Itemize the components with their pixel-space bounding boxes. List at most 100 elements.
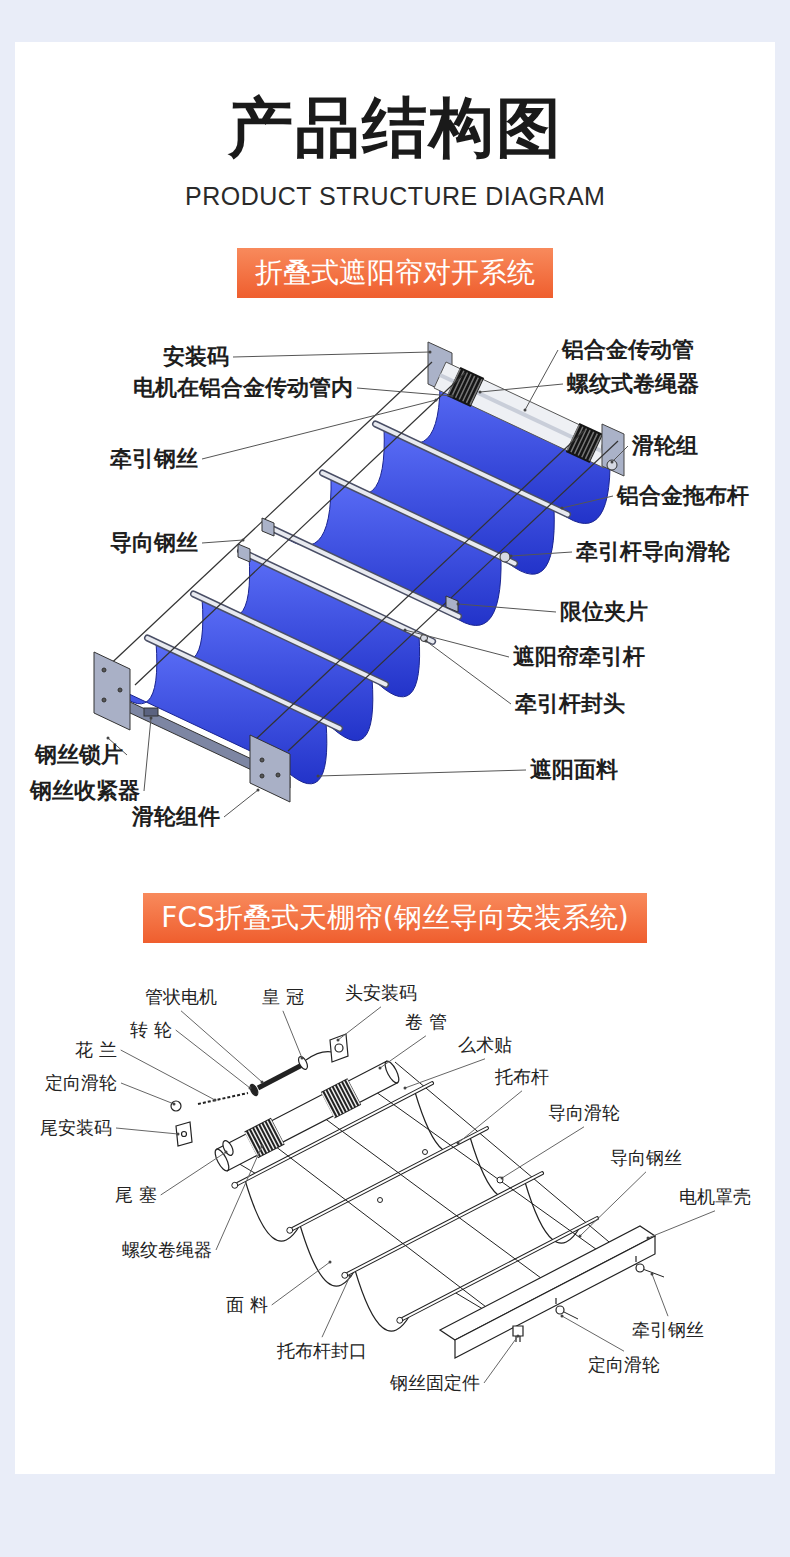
part-label: 牵引杆封头	[515, 691, 625, 717]
leader-line	[181, 1011, 262, 1082]
leader-dot	[524, 409, 527, 412]
leader-line	[338, 1007, 381, 1040]
part-label: 定向滑轮	[45, 1072, 117, 1094]
leader-dot	[517, 1335, 520, 1338]
leader-dot	[337, 1039, 340, 1042]
part-label: 牵引钢丝	[110, 446, 198, 472]
part-label: 导向滑轮	[548, 1102, 620, 1124]
motor-cover	[440, 1226, 655, 1358]
leader-line	[121, 1083, 174, 1104]
guide-pulleys	[378, 1150, 504, 1203]
part-label: 遮阳面料	[530, 757, 618, 783]
exploded-parts	[171, 1034, 348, 1157]
leader-line	[612, 446, 628, 462]
leader-dot	[242, 539, 245, 542]
leader-line	[525, 350, 558, 410]
part-label: 卷 管	[405, 1011, 447, 1033]
leader-line	[202, 540, 243, 543]
leader-line	[121, 1050, 215, 1100]
leader-line	[458, 1091, 522, 1143]
part-label: 牵引钢丝	[632, 1319, 704, 1341]
part-label: 头安装码	[345, 982, 417, 1004]
part-label: 尾安装码	[40, 1117, 112, 1139]
shade-folds	[110, 375, 610, 784]
part-label: 电机在铝合金传动管内	[133, 375, 353, 401]
part-label: 钢丝收紧器	[30, 778, 140, 804]
leader-line	[405, 1059, 485, 1088]
aluminium-bars	[148, 424, 568, 728]
leader-dot	[214, 1099, 217, 1102]
part-label: 钢丝固定件	[390, 1372, 480, 1394]
part-label: 托布杆封口	[277, 1340, 367, 1362]
leader-dot	[579, 1235, 582, 1238]
band-text: FCS折叠式天棚帘(钢丝导向安装系统)	[161, 901, 628, 935]
section-band: 折叠式遮阳帘对开系统	[237, 248, 553, 298]
part-label: 钢丝锁片	[35, 742, 123, 768]
leader-dot	[435, 399, 438, 402]
leader-dot	[225, 1151, 228, 1154]
part-label: 电机罩壳	[679, 1186, 751, 1208]
leader-line	[144, 718, 151, 791]
leader-dot	[150, 717, 153, 720]
part-label: 滑轮组	[632, 433, 698, 459]
leader-line	[502, 1127, 584, 1178]
leader-dot	[173, 1103, 176, 1106]
leader-line	[283, 1011, 302, 1058]
leader-dot	[177, 1133, 180, 1136]
part-label: 托布杆	[495, 1066, 549, 1088]
part-label: 定向滑轮	[588, 1354, 660, 1376]
leader-dot	[349, 1275, 352, 1278]
part-label: 滑轮组件	[132, 804, 220, 830]
part-label: 遮阳帘牵引杆	[513, 644, 645, 670]
part-label: 导向钢丝	[610, 1147, 682, 1169]
leader-dot	[457, 603, 460, 606]
leader-line	[484, 1336, 518, 1383]
leader-line	[322, 1276, 350, 1337]
leader-line	[405, 630, 509, 657]
leader-dot	[404, 1087, 407, 1090]
part-label: 么术贴	[458, 1034, 512, 1056]
wire-fixtures	[513, 1256, 644, 1342]
leader-dot	[647, 1237, 650, 1240]
part-label: 转 轮	[130, 1019, 172, 1041]
section-band: FCS折叠式天棚帘(钢丝导向安装系统)	[143, 893, 647, 943]
band-text: 折叠式遮阳帘对开系统	[255, 256, 535, 290]
top-tube	[428, 342, 624, 476]
leader-line	[202, 400, 436, 459]
leader-line	[272, 1262, 330, 1305]
leader-dot	[249, 1087, 252, 1090]
page-title: 产品结构图	[0, 88, 790, 168]
part-label: 牵引杆导向滑轮	[576, 539, 730, 565]
part-label: 皇 冠	[262, 986, 304, 1008]
leader-dot	[561, 507, 564, 510]
leader-line	[458, 604, 556, 612]
leader-line	[233, 352, 430, 357]
part-label: PRODUCT STRUCTURE DIAGRAM	[185, 181, 605, 211]
leader-dot	[501, 1177, 504, 1180]
part-label: 螺纹式卷绳器	[567, 371, 699, 397]
part-label: 管状电机	[145, 986, 217, 1008]
leader-dot	[429, 351, 432, 354]
leader-line	[480, 384, 563, 392]
leader-dot	[329, 1261, 332, 1264]
leader-dot	[261, 1145, 264, 1148]
leader-line	[562, 496, 613, 508]
part-label: 限位夹片	[560, 599, 648, 625]
leader-dot	[257, 789, 260, 792]
leader-dot	[510, 555, 513, 558]
leader-dot	[317, 775, 320, 778]
leader-dot	[301, 1057, 304, 1060]
leader-line	[176, 1030, 250, 1088]
leader-dot	[451, 395, 454, 398]
leader-line	[216, 1146, 262, 1250]
part-label: 导向钢丝	[110, 530, 198, 556]
leader-line	[426, 641, 511, 704]
leader-line	[562, 1316, 624, 1351]
leader-dot	[457, 1142, 460, 1145]
leader-line	[161, 1152, 226, 1195]
hardware	[238, 518, 510, 642]
leader-dot	[651, 1273, 654, 1276]
part-label: 面 料	[226, 1294, 268, 1316]
part-label: 螺纹卷绳器	[122, 1239, 212, 1261]
leader-line	[318, 770, 526, 776]
